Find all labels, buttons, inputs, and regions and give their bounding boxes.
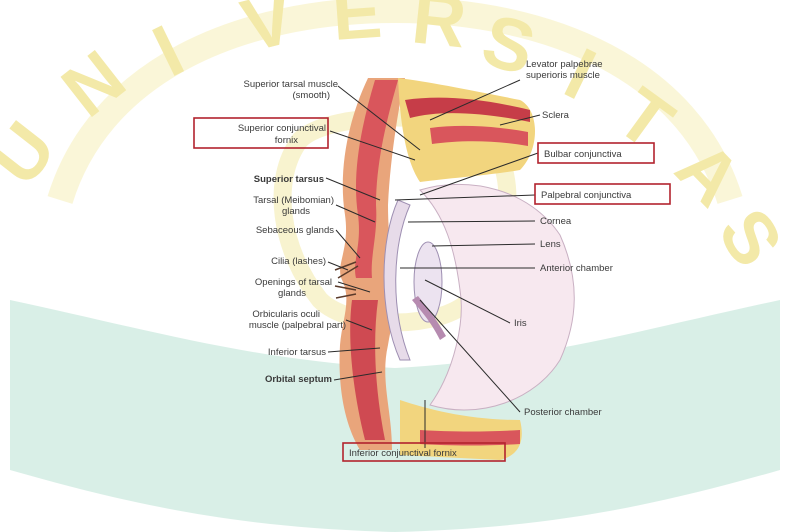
label-levator-2: superioris muscle	[526, 70, 600, 81]
label-superior-tarsal-muscle: Superior tarsal muscle	[243, 79, 338, 90]
label-orbicularis: Orbicularis oculi	[252, 309, 320, 320]
label-openings-tarsal: Openings of tarsal	[255, 277, 332, 288]
label-cilia: Cilia (lashes)	[271, 256, 326, 267]
label-tarsal-glands: Tarsal (Meibomian)	[253, 195, 334, 206]
label-bulbar-conjunctiva: Bulbar conjunctiva	[544, 149, 622, 160]
label-posterior-chamber: Posterior chamber	[524, 407, 602, 418]
label-tarsal-glands-2: glands	[282, 206, 310, 217]
label-anterior-chamber: Anterior chamber	[540, 263, 613, 274]
label-iris: Iris	[514, 318, 527, 329]
watermark-letter: R	[408, 0, 470, 63]
label-inferior-conjunctival-fornix: Inferior conjunctival fornix	[349, 448, 457, 459]
label-cornea: Cornea	[540, 216, 572, 227]
label-openings-tarsal-2: glands	[278, 288, 306, 299]
label-inferior-tarsus: Inferior tarsus	[268, 347, 326, 358]
label-orbicularis-2: muscle (palpebral part)	[249, 320, 346, 331]
label-sebaceous-glands: Sebaceous glands	[256, 225, 334, 236]
label-levator: Levator palpebrae	[526, 59, 603, 70]
label-lens: Lens	[540, 239, 561, 250]
watermark-letter: N	[47, 34, 140, 132]
label-superior-tarsus: Superior tarsus	[254, 174, 324, 185]
watermark-letter: S	[702, 194, 790, 280]
label-sclera: Sclera	[542, 110, 570, 121]
label-palpebral-conjunctiva: Palpebral conjunctiva	[541, 190, 632, 201]
label-orbital-septum: Orbital septum	[265, 374, 332, 385]
label-superior-tarsal-muscle-2: (smooth)	[293, 90, 330, 101]
label-superior-conjunctival-fornix-2: fornix	[275, 135, 298, 146]
watermark-letter: A	[660, 125, 757, 221]
label-superior-conjunctival-fornix: Superior conjunctival	[238, 123, 326, 134]
watermark-letter: E	[329, 0, 384, 56]
